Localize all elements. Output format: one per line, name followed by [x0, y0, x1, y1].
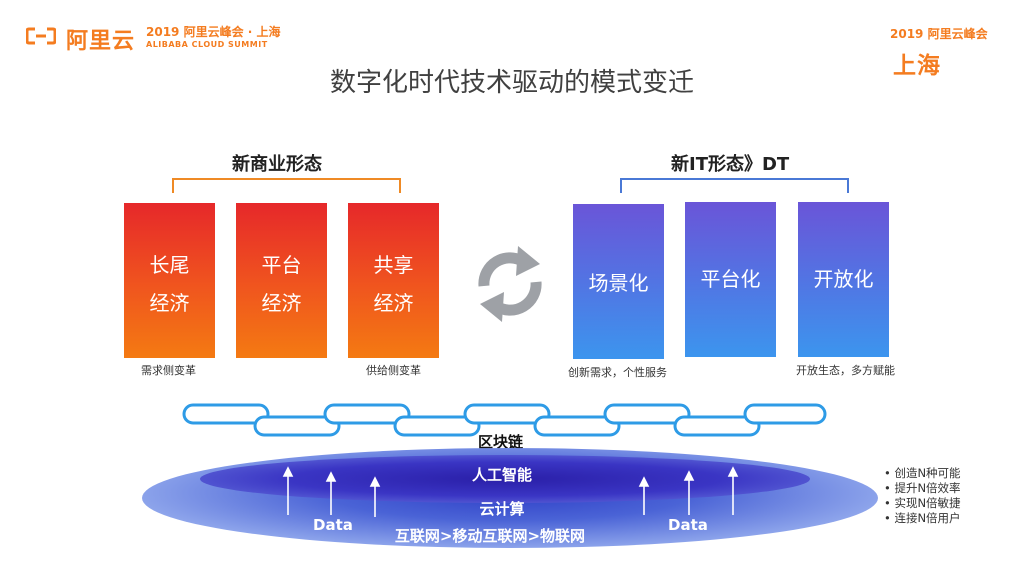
layer-blockchain: 区块链: [478, 433, 524, 451]
blockchain-chain-icon: [182, 403, 827, 437]
benefit-item: 提升N倍效率: [884, 481, 960, 496]
left-section-title: 新商业形态: [232, 154, 322, 175]
ai-ellipse: [200, 455, 810, 503]
summit-title-right: 2019 阿里云峰会: [890, 27, 988, 41]
data-label-right: Data: [668, 516, 708, 534]
summit-city-logo: 上海: [893, 52, 941, 79]
slide-title: 数字化时代技术驱动的模式变迁: [329, 68, 694, 98]
caption-supply-side: 供给侧变革: [366, 364, 421, 377]
right-bracket: [620, 178, 849, 193]
brand-name: 阿里云: [66, 29, 136, 54]
benefit-item: 连接N倍用户: [884, 511, 960, 526]
benefit-list: 创造N种可能 提升N倍效率 实现N倍敏捷 连接N倍用户: [884, 466, 960, 526]
layer-cloud: 云计算: [479, 500, 525, 518]
summit-subtitle: ALIBABA CLOUD SUMMIT: [146, 40, 268, 49]
card-long-tail-economy: 长尾经济: [124, 203, 215, 358]
data-label-left: Data: [313, 516, 353, 534]
left-bracket: [172, 178, 401, 193]
card-scenario: 场景化: [573, 204, 664, 359]
alibaba-cloud-logo-icon: [26, 27, 56, 45]
summit-title: 2019 阿里云峰会 · 上海: [146, 25, 281, 39]
right-section-title: 新IT形态》DT: [671, 154, 790, 175]
benefit-item: 创造N种可能: [884, 466, 960, 481]
refresh-cycle-icon: [478, 246, 542, 322]
layer-ai: 人工智能: [471, 466, 532, 484]
caption-open-ecosystem: 开放生态，多方赋能: [796, 364, 895, 377]
caption-innovation: 创新需求，个性服务: [568, 366, 667, 379]
card-platform: 平台化: [685, 202, 776, 357]
layer-network: 互联网>移动互联网>物联网: [394, 527, 586, 545]
caption-demand-side: 需求侧变革: [141, 364, 196, 377]
card-sharing-economy: 共享经济: [348, 203, 439, 358]
card-openness: 开放化: [798, 202, 889, 357]
card-platform-economy: 平台经济: [236, 203, 327, 358]
benefit-item: 实现N倍敏捷: [884, 496, 960, 511]
